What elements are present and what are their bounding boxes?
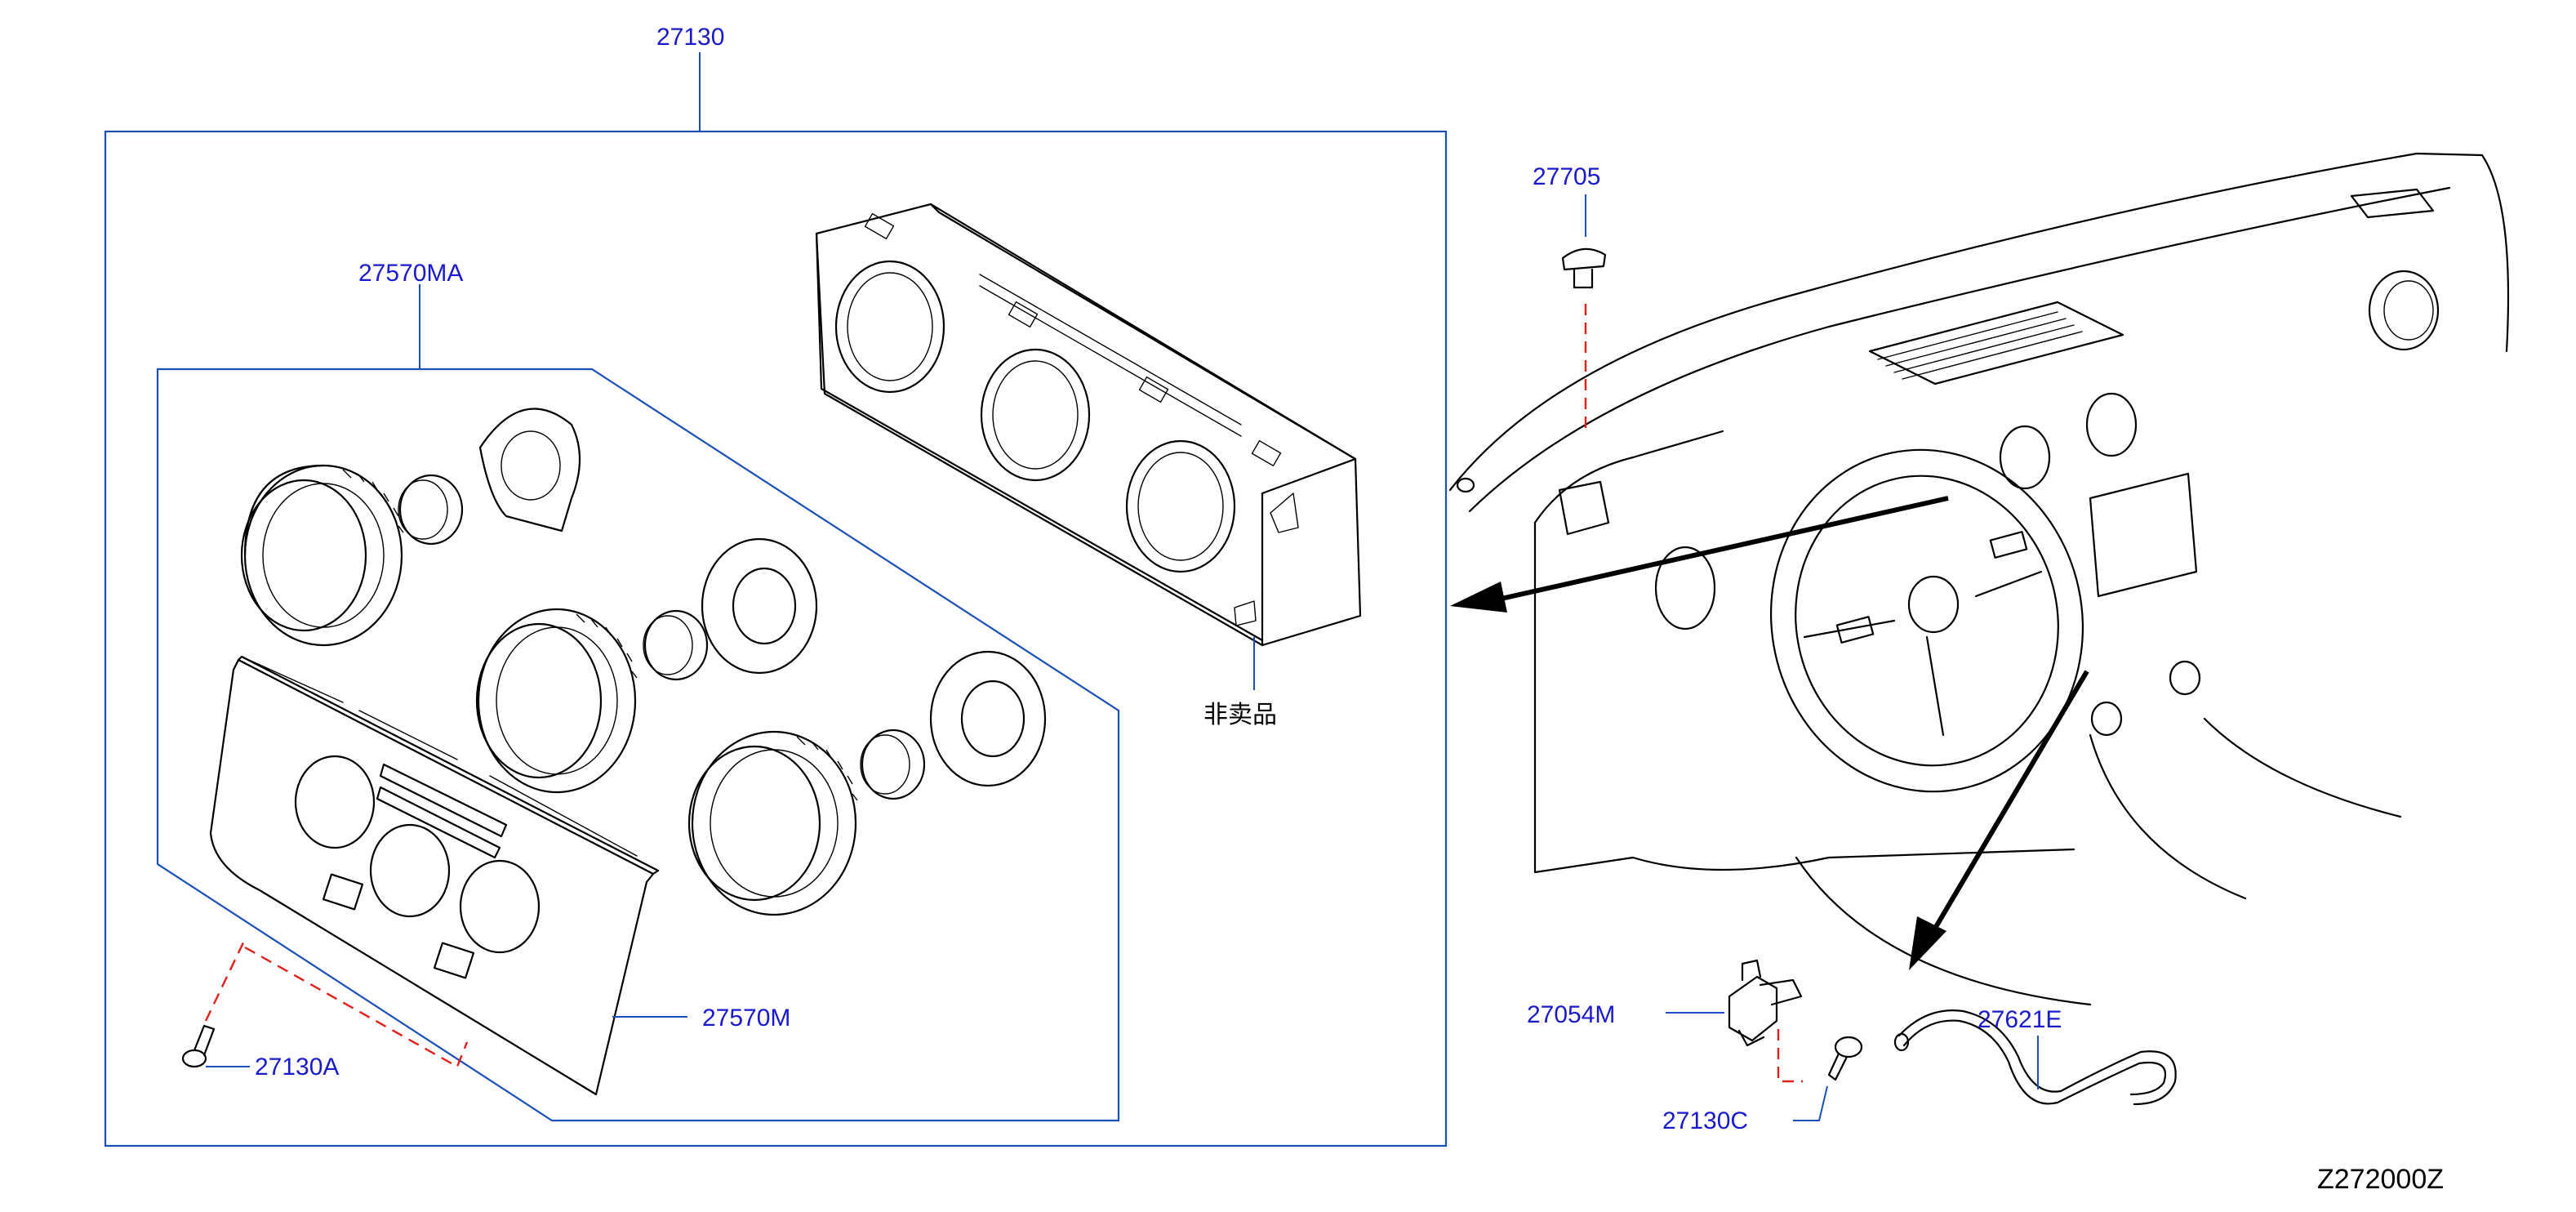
leader-27130C: [1793, 1085, 1828, 1121]
part-label-27621E[interactable]: 27621E: [1978, 1006, 2062, 1033]
diagram-code: Z272000Z: [2317, 1164, 2444, 1195]
screw-27130A[interactable]: [181, 1024, 216, 1068]
knob-cap-middle[interactable]: [643, 609, 709, 681]
dashboard-illustration: [1448, 152, 2510, 1006]
knob-kit-frame: [156, 368, 1120, 1122]
dial-ring-right[interactable]: [929, 650, 1047, 787]
part-label-27570MA[interactable]: 27570MA: [358, 260, 463, 287]
bezel-finisher[interactable]: [209, 655, 660, 1096]
control-unit[interactable]: [815, 203, 1362, 647]
screw-27130C[interactable]: [1827, 1036, 1863, 1081]
knob-cap-right[interactable]: [860, 729, 926, 800]
knob-kit-group: 27570MA: [156, 260, 1120, 1122]
knob-middle[interactable]: [475, 608, 637, 794]
guide-27130A: [204, 938, 469, 1068]
location-arrows: [1450, 496, 2089, 970]
part-label-27130A[interactable]: 27130A: [255, 1054, 339, 1081]
part-label-27054M[interactable]: 27054M: [1527, 1001, 1615, 1028]
guide-27054M: [1777, 1029, 1803, 1083]
knob-right[interactable]: [687, 730, 857, 916]
assembly-27130-group: 27130: [104, 24, 1448, 1147]
assembly-frame: [104, 130, 1448, 1147]
part-label-27130[interactable]: 27130: [656, 24, 724, 51]
part-label-27570M[interactable]: 27570M: [702, 1005, 790, 1032]
knob-texture: [342, 469, 858, 801]
part-label-27705[interactable]: 27705: [1533, 163, 1600, 190]
steering-wheel: [1769, 448, 2084, 793]
knob-left[interactable]: [240, 464, 403, 647]
dial-ring-middle[interactable]: [701, 537, 818, 675]
clip-27705[interactable]: [1561, 247, 1607, 289]
knob-cap-left[interactable]: [398, 474, 464, 546]
part-label-27130C[interactable]: 27130C: [1662, 1107, 1748, 1134]
hose-27621E[interactable]: [1893, 1009, 2177, 1106]
sensor-27054M[interactable]: [1728, 959, 1803, 1047]
dial-ring-left[interactable]: [478, 408, 581, 532]
not-for-sale-label: 非卖品: [1203, 701, 1277, 729]
